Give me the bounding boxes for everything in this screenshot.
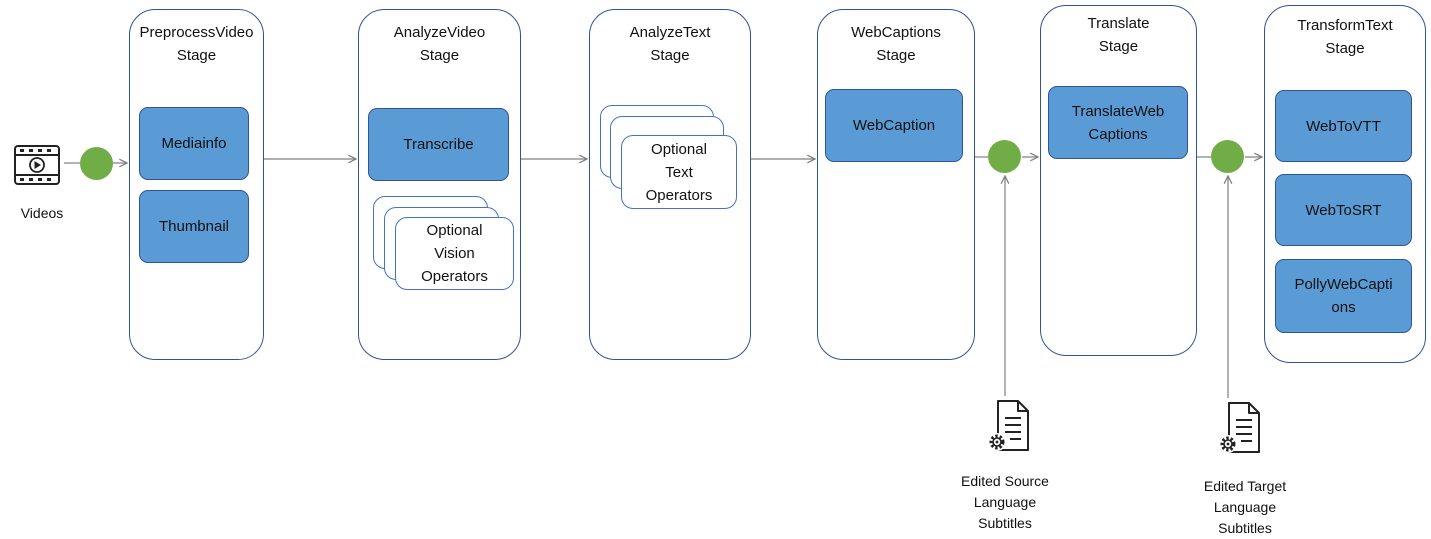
operator-transcribe: Transcribe: [368, 108, 509, 181]
gate-dot-source-edit: [988, 140, 1021, 173]
stage-transform-text: TransformText Stage WebToVTT WebToSRT Po…: [1264, 5, 1426, 363]
videos-label: Videos: [20, 205, 64, 221]
stage-title: PreprocessVideo Stage: [139, 24, 254, 64]
stage-title: TransformText Stage: [1297, 17, 1393, 57]
stage-title: AnalyzeText Stage: [629, 24, 711, 64]
operator-pollywebcaptions: PollyWebCapti ons: [1275, 259, 1412, 333]
stage-preprocess-video: PreprocessVideo Stage Mediainfo Thumbnai…: [129, 9, 264, 360]
stage-webcaptions: WebCaptions Stage WebCaption: [817, 9, 975, 360]
optional-vision-operators: Optional Vision Operators: [395, 217, 514, 290]
video-file-icon: [14, 145, 60, 185]
stage-analyze-text: AnalyzeText Stage Optional Text Operator…: [589, 9, 751, 360]
operator-mediainfo: Mediainfo: [139, 107, 249, 180]
stage-title: WebCaptions Stage: [851, 24, 941, 64]
gate-dot-input: [80, 147, 113, 180]
stage-translate: Translate Stage TranslateWeb Captions: [1040, 5, 1197, 356]
stage-title: Translate Stage: [1087, 15, 1150, 55]
document-gear-icon: [988, 400, 1029, 451]
stage-title: AnalyzeVideo Stage: [393, 24, 486, 64]
operator-webtosrt: WebToSRT: [1275, 174, 1412, 246]
operator-translatewebcaptions: TranslateWeb Captions: [1048, 86, 1188, 159]
operator-webcaption: WebCaption: [825, 89, 963, 162]
document-gear-icon: [1219, 402, 1260, 453]
optional-text-operators: Optional Text Operators: [621, 135, 737, 209]
edited-source-label: Edited Source Language Subtitles: [961, 473, 1049, 531]
gate-dot-target-edit: [1211, 140, 1244, 173]
stage-analyze-video: AnalyzeVideo Stage Transcribe Optional V…: [358, 9, 521, 360]
edited-target-label: Edited Target Language Subtitles: [1203, 478, 1287, 536]
operator-thumbnail: Thumbnail: [139, 190, 249, 263]
operator-webtovtt: WebToVTT: [1275, 90, 1412, 162]
